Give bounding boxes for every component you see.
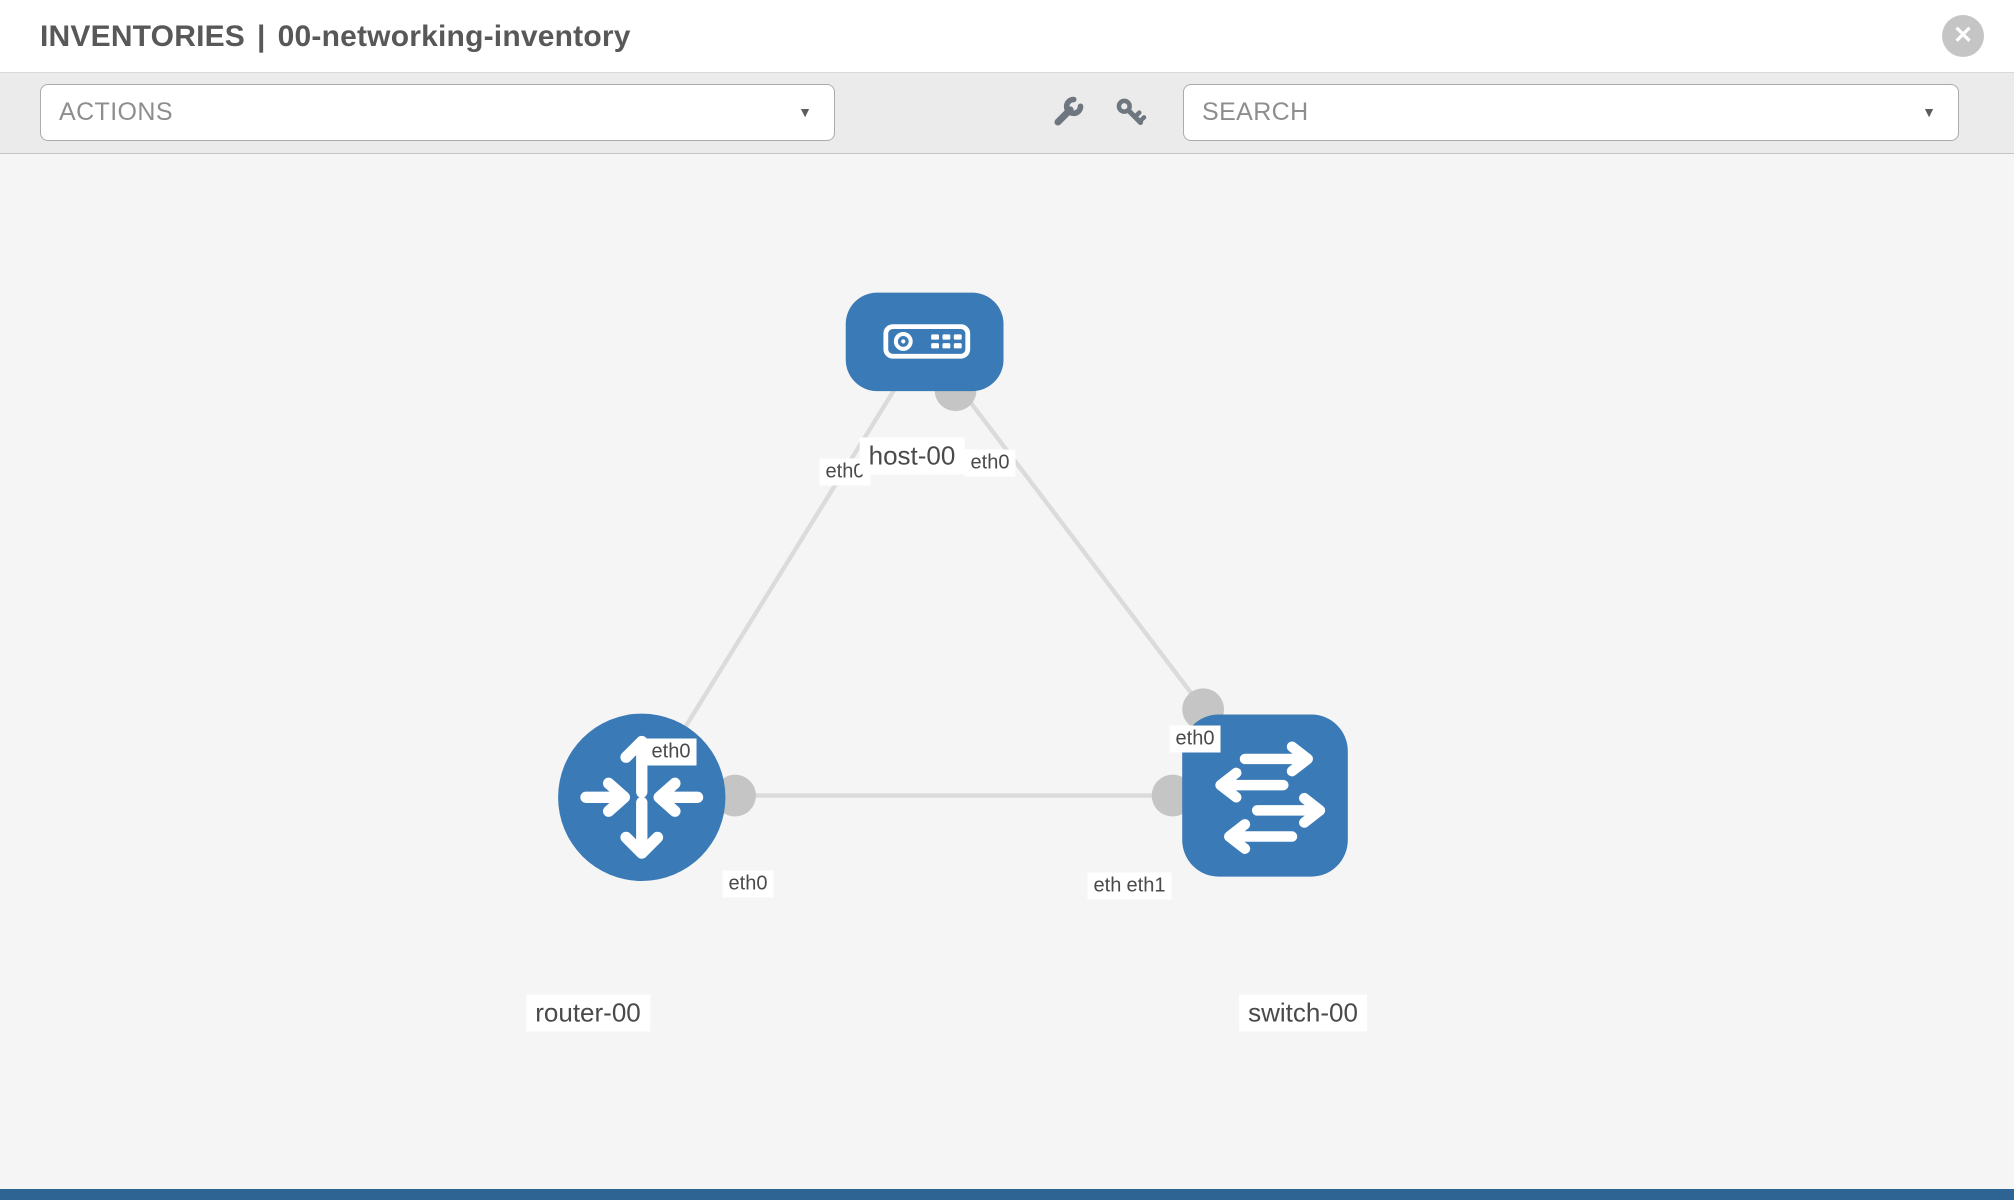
node-router[interactable] <box>558 713 726 881</box>
host-icon <box>883 324 971 359</box>
interface-label: eth1 <box>1120 872 1172 900</box>
topology-canvas[interactable]: host-00 router-00 switch-00 eth0 eth0 et… <box>0 154 2014 1200</box>
node-label-host: host-00 <box>859 437 965 475</box>
edges <box>639 340 1232 799</box>
node-label-router: router-00 <box>526 994 650 1032</box>
topology-graph <box>558 292 1348 881</box>
key-icon <box>1116 98 1147 126</box>
chevron-down-icon: ▼ <box>1922 104 1936 120</box>
header-bar: INVENTORIES | 00-networking-inventory ✕ <box>0 0 2014 73</box>
breadcrumb-separator: | <box>257 20 266 53</box>
configure-button[interactable] <box>1048 94 1086 132</box>
search-dropdown-label: SEARCH <box>1202 98 1309 126</box>
footer-bar <box>0 1189 2014 1200</box>
credentials-button[interactable] <box>1112 94 1150 132</box>
close-icon: ✕ <box>1952 22 1974 49</box>
interface-label: eth0 <box>645 738 697 766</box>
switch-icon <box>1215 741 1326 854</box>
page-title: INVENTORIES | 00-networking-inventory <box>40 0 631 72</box>
interface-label: eth0 <box>964 449 1016 477</box>
node-label-switch: switch-00 <box>1239 994 1367 1032</box>
inventory-name: 00-networking-inventory <box>277 20 631 53</box>
toolbar: ACTIONS ▼ SEARCH ▼ <box>0 73 2014 154</box>
breadcrumb-section: INVENTORIES <box>40 20 246 53</box>
interface-label: eth0 <box>722 870 774 898</box>
link-router-host[interactable] <box>639 340 927 799</box>
ports <box>714 369 1225 817</box>
link-host-switch[interactable] <box>922 340 1232 745</box>
node-switch[interactable] <box>1182 714 1348 877</box>
search-dropdown[interactable]: SEARCH ▼ <box>1183 84 1959 141</box>
close-button[interactable]: ✕ <box>1942 15 1984 57</box>
interface-label: eth0 <box>1169 725 1221 753</box>
actions-dropdown[interactable]: ACTIONS ▼ <box>40 84 835 141</box>
wrench-icon <box>1054 96 1084 126</box>
actions-dropdown-label: ACTIONS <box>59 98 173 126</box>
chevron-down-icon: ▼ <box>798 104 812 120</box>
router-icon <box>580 735 704 859</box>
node-host[interactable] <box>845 292 1004 392</box>
